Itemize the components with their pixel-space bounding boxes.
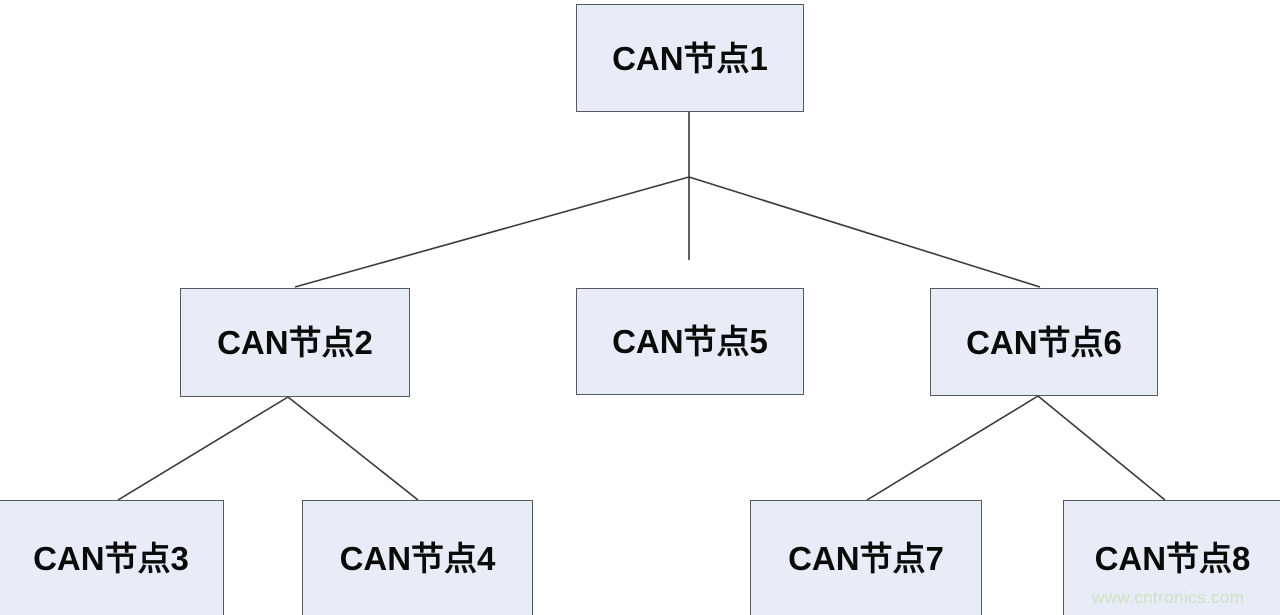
node-label: CAN节点8 [1094,539,1251,577]
node-can-8[interactable]: CAN节点8 [1063,500,1280,615]
node-can-7[interactable]: CAN节点7 [750,500,982,615]
edge-junction-n6 [688,176,1041,288]
node-can-1[interactable]: CAN节点1 [576,4,804,112]
node-can-6[interactable]: CAN节点6 [930,288,1158,396]
node-label: CAN节点2 [217,324,373,361]
node-label: CAN节点4 [339,539,496,577]
node-can-5[interactable]: CAN节点5 [576,288,804,395]
node-can-3[interactable]: CAN节点3 [0,500,224,615]
node-label: CAN节点6 [966,323,1122,361]
node-label: CAN节点7 [788,539,944,577]
node-can-2[interactable]: CAN节点2 [180,288,410,397]
node-label: CAN节点1 [612,39,768,77]
edge-n6-n8 [1037,395,1166,501]
site-watermark: www.cntronics.com [1092,588,1245,607]
node-can-4[interactable]: CAN节点4 [302,500,533,615]
edge-n2-n4 [287,396,419,501]
edge-n2-n3 [117,396,289,501]
node-label: CAN节点5 [612,323,768,360]
edge-n6-n7 [866,395,1039,501]
edge-junction-n2 [294,176,690,288]
node-label: CAN节点3 [33,539,189,577]
